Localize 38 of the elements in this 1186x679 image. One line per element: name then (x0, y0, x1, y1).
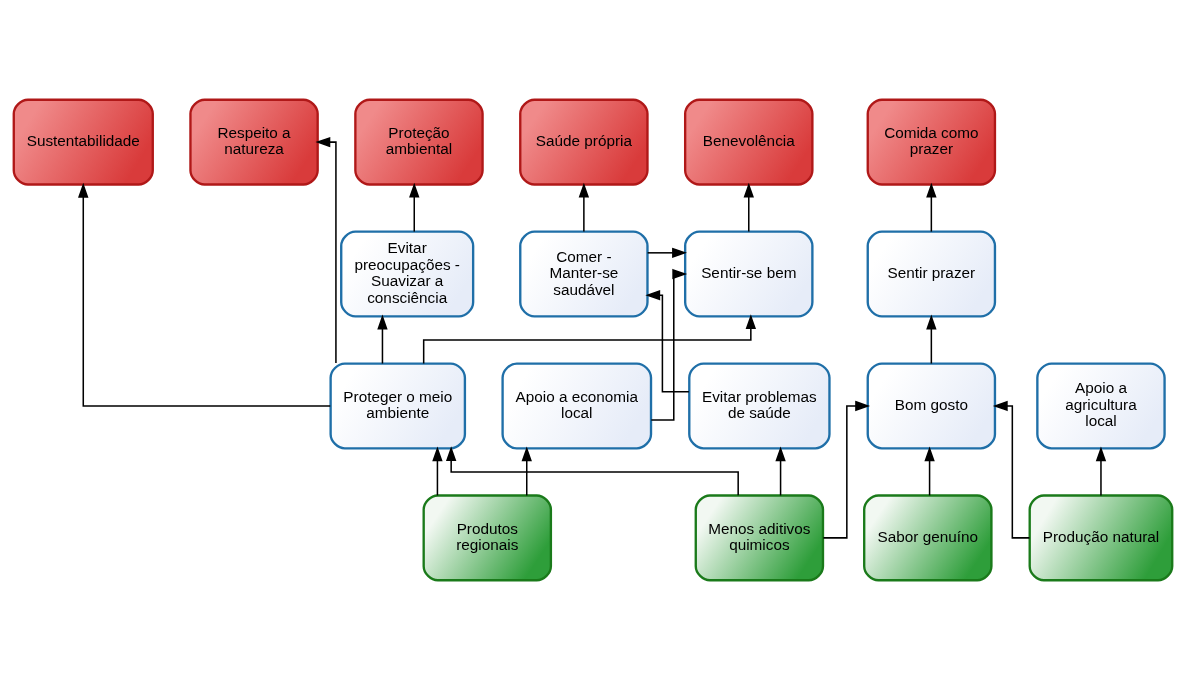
node-box: Sabor genuíno (863, 493, 993, 581)
arrow (650, 268, 688, 421)
node-box: Comer - Manter-se saudável (519, 229, 649, 318)
node-box: Produtos regionais (422, 493, 553, 581)
node-box: Sentir prazer (866, 229, 997, 318)
arrow (521, 446, 532, 496)
arrow (646, 247, 687, 258)
arrow (78, 182, 332, 407)
arrow (377, 314, 388, 364)
arrow (422, 313, 757, 364)
arrow (926, 182, 937, 232)
arrow (775, 446, 786, 496)
arrow (743, 182, 754, 232)
arrow (315, 136, 337, 364)
node-box: Apoio a agricultura local (1036, 361, 1166, 450)
node-box: Apoio a economia local (501, 361, 653, 450)
node-box: Evitar problemas de saúde (688, 361, 831, 450)
node-box: Proteger o meio ambiente (329, 361, 467, 450)
node-box: Sustentabilidade (12, 98, 154, 186)
arrow (926, 314, 937, 364)
node-box: Evitar preocupações - Suavizar a consciência (340, 229, 475, 318)
arrow (409, 182, 420, 232)
node-box: Comida como prazer (866, 98, 997, 186)
node-box: Bom gosto (866, 361, 997, 450)
node-box: Produção natural (1028, 493, 1174, 581)
node-box: Menos aditivos quimicos (694, 493, 825, 581)
arrow (578, 182, 590, 232)
node-box: Benevolência (684, 98, 814, 186)
node-box: Proteção ambiental (354, 98, 484, 186)
arrow (445, 445, 739, 496)
node-box: Saúde própria (519, 98, 649, 186)
node-box: Respeito a natureza (189, 98, 319, 186)
arrow (645, 289, 690, 393)
arrow (432, 446, 443, 496)
arrow (1095, 446, 1107, 496)
arrow (924, 446, 935, 496)
arrow (822, 400, 871, 539)
node-box: Sentir-se bem (684, 229, 814, 318)
